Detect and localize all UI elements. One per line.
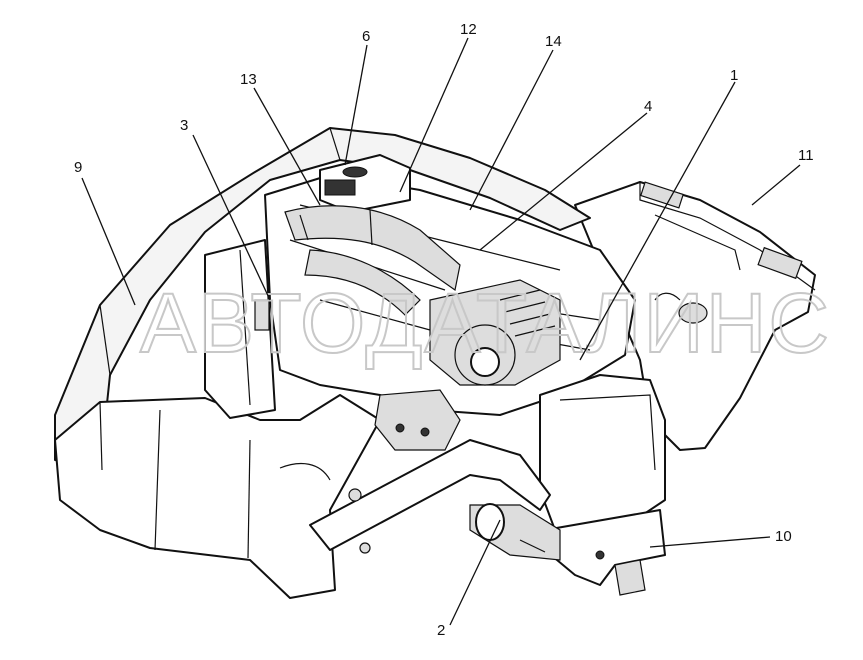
tank [574, 181, 816, 451]
frame-rail [309, 439, 551, 554]
hood [54, 127, 591, 471]
callout-9: 9 [74, 159, 82, 176]
callout-10: 10 [775, 528, 792, 545]
callout-6: 6 [362, 28, 370, 45]
callout-2: 2 [437, 622, 445, 639]
filler-cap [319, 154, 411, 213]
side-housing [539, 374, 666, 531]
leader-lines [81, 37, 801, 626]
air-filter [429, 279, 561, 386]
callout-11: 11 [798, 147, 814, 164]
callout-4: 4 [644, 98, 652, 115]
intake-pipe [284, 205, 461, 316]
callout-3: 3 [180, 117, 188, 134]
side-plate [204, 239, 276, 419]
watermark: АВТОДАТАЛИНС [140, 276, 831, 370]
callout-12: 12 [460, 21, 477, 38]
callout-1: 1 [730, 67, 738, 84]
front-panel [54, 394, 381, 599]
callout-labels: 1 2 3 4 6 9 10 11 12 13 14 [74, 21, 814, 639]
drive-shaft [469, 503, 561, 561]
lower-bracket [544, 509, 666, 596]
hydraulic-block [374, 389, 461, 451]
callout-13: 13 [240, 71, 257, 88]
callout-14: 14 [545, 33, 562, 50]
